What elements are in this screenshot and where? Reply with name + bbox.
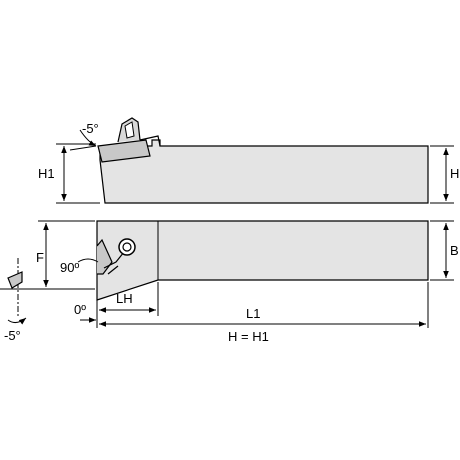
label-b: B bbox=[450, 243, 459, 258]
label-angle-top: -5° bbox=[82, 121, 99, 136]
label-l1: L1 bbox=[246, 306, 260, 321]
label-f: F bbox=[36, 250, 44, 265]
side-view bbox=[56, 117, 454, 204]
label-h: H bbox=[450, 166, 459, 181]
side-view-body bbox=[99, 139, 429, 204]
label-h1: H1 bbox=[38, 166, 55, 181]
label-angle-0: 0º bbox=[74, 302, 86, 317]
label-angle-90: 90º bbox=[60, 260, 79, 275]
top-view-insert bbox=[96, 238, 136, 275]
label-h-eq-h1: H = H1 bbox=[228, 329, 269, 344]
label-angle-bottom: -5° bbox=[4, 328, 21, 343]
top-view-body bbox=[96, 220, 429, 301]
side-view-insert-clamp bbox=[97, 117, 161, 163]
tool-tip-detail bbox=[7, 258, 27, 325]
top-view bbox=[0, 220, 454, 328]
label-lh: LH bbox=[116, 291, 133, 306]
